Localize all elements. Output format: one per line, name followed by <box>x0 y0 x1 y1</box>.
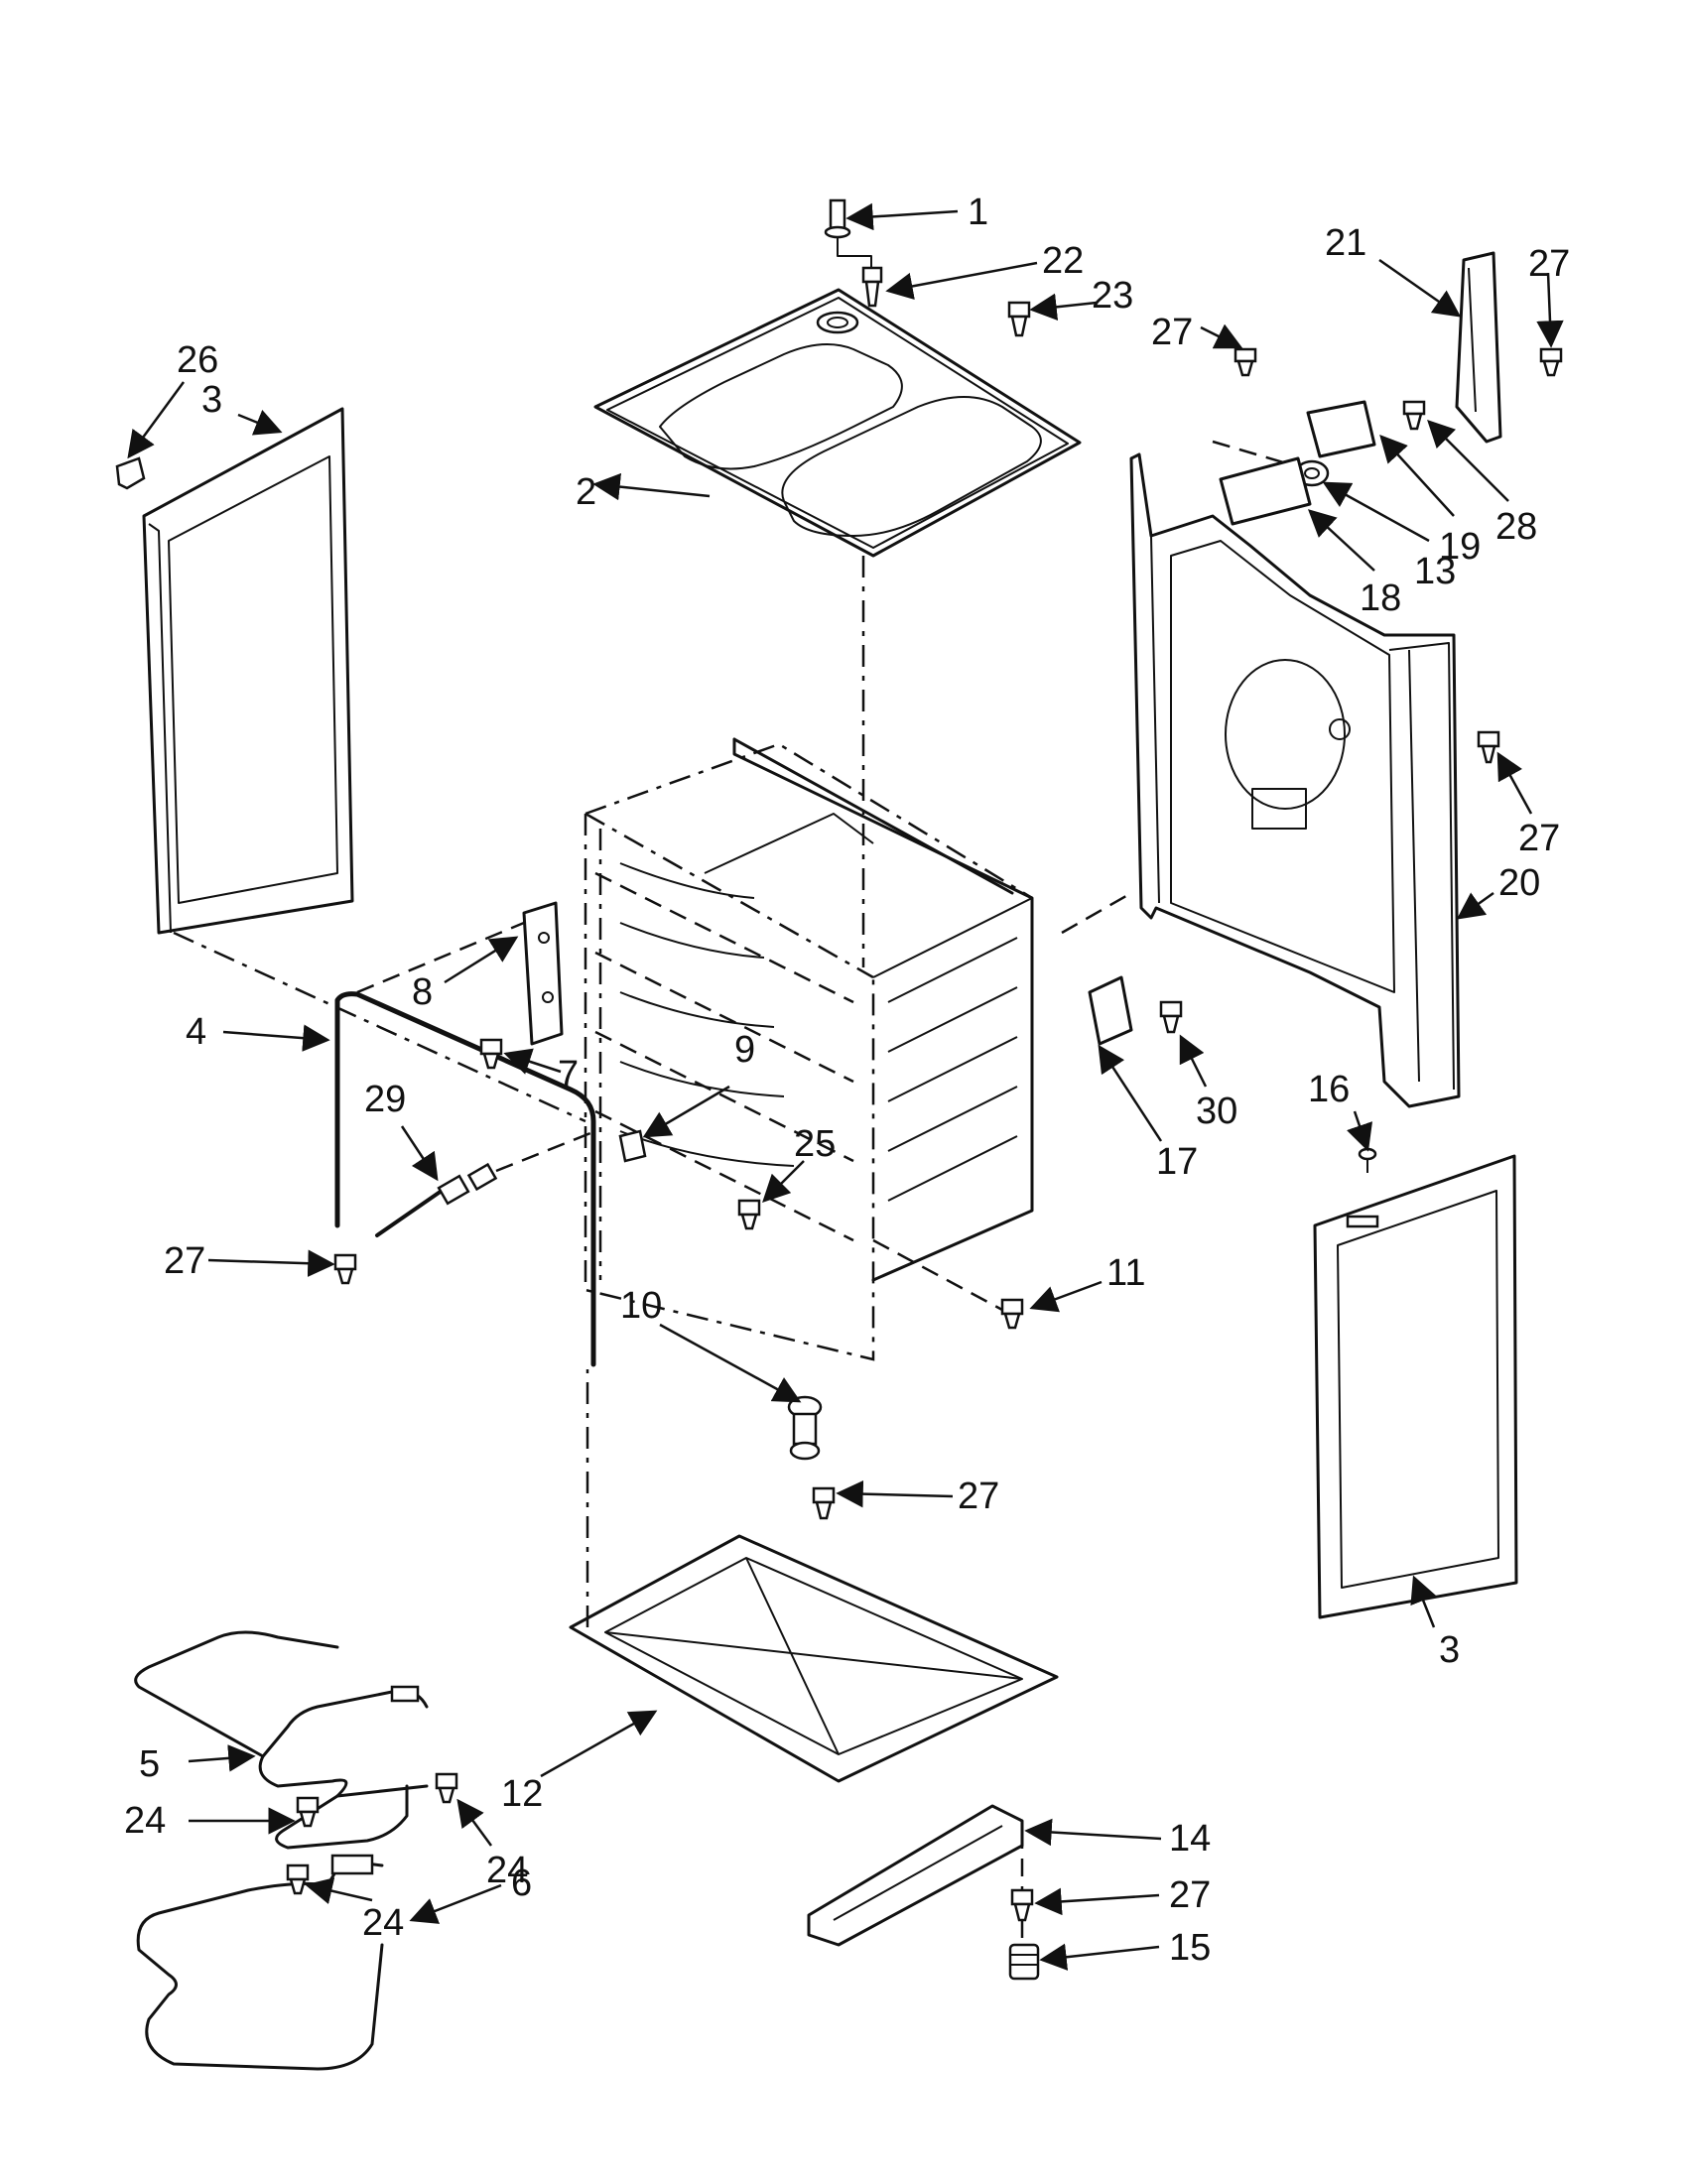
screw-27-mid <box>812 1486 836 1520</box>
callout-8: 8 <box>412 971 433 1013</box>
callout-13: 13 <box>1414 551 1456 592</box>
callout-16: 16 <box>1308 1069 1350 1110</box>
callout-20: 20 <box>1498 862 1540 904</box>
screw-27-left <box>333 1253 357 1285</box>
callout-1: 1 <box>968 192 988 233</box>
callout-27: 27 <box>1169 1874 1211 1916</box>
screw-28 <box>1402 400 1426 431</box>
side-panel-left <box>142 407 354 935</box>
screw-24-left <box>296 1796 320 1828</box>
callout-15: 15 <box>1169 1927 1211 1969</box>
bottom-panel <box>569 1369 1059 1783</box>
broil-element <box>134 1630 429 1850</box>
screw-7 <box>479 1038 503 1070</box>
callout-12: 12 <box>501 1773 543 1815</box>
left-panel-leader <box>173 931 586 1123</box>
back-panel <box>1129 452 1461 1108</box>
bracket-26 <box>115 456 146 490</box>
callout-14: 14 <box>1169 1818 1211 1860</box>
callout-27: 27 <box>1518 818 1560 859</box>
callout-29: 29 <box>364 1079 406 1120</box>
callout-24: 24 <box>486 1850 528 1891</box>
screw-27-top <box>1234 347 1257 377</box>
callout-11: 11 <box>1106 1252 1145 1294</box>
bracket-leader <box>1212 440 1291 466</box>
bake-element <box>136 1854 384 2071</box>
screw-27-bottom <box>1010 1888 1034 1922</box>
door-gasket <box>334 991 596 1367</box>
callout-6: 6 <box>511 1863 532 1904</box>
bracket-18 <box>1219 456 1312 526</box>
screw-27-back <box>1477 730 1500 764</box>
leader-arrows <box>127 202 1564 1971</box>
callout-27: 27 <box>164 1240 205 1282</box>
callout-27: 27 <box>1528 243 1570 285</box>
screw-27-right-top <box>1539 347 1563 377</box>
callout-labels: 1 22 23 27 21 27 28 19 13 18 27 20 2 26 … <box>124 192 1570 1969</box>
callout-21: 21 <box>1325 222 1366 264</box>
bracket-14 <box>807 1804 1024 1947</box>
callout-30: 30 <box>1196 1091 1237 1132</box>
leveling-leg-10 <box>787 1395 823 1461</box>
screw-25 <box>737 1199 761 1230</box>
callout-27: 27 <box>1151 312 1193 353</box>
callout-24: 24 <box>362 1902 404 1944</box>
callout-10: 10 <box>620 1285 662 1327</box>
screw-24-bottom <box>286 1863 310 1895</box>
screw-11-leader <box>872 1238 1003 1312</box>
oven-sensor <box>375 1162 498 1237</box>
callout-18: 18 <box>1360 578 1401 619</box>
back-panel-leader <box>1061 891 1132 935</box>
callout-23: 23 <box>1092 275 1133 317</box>
callout-7: 7 <box>558 1054 579 1095</box>
callout-3: 3 <box>1439 1629 1460 1671</box>
callout-17: 17 <box>1156 1141 1198 1183</box>
side-panel-right <box>1313 1154 1518 1619</box>
bracket-21 <box>1455 251 1502 444</box>
hardware-screw-23 <box>1007 301 1031 337</box>
sensor-leader <box>495 1129 596 1173</box>
callout-9: 9 <box>734 1029 755 1071</box>
bracket-8-leader <box>356 921 525 994</box>
callout-22: 22 <box>1042 240 1084 282</box>
callout-26: 26 <box>177 339 218 381</box>
screw-30 <box>1159 1000 1183 1034</box>
callout-2: 2 <box>576 471 596 513</box>
clip-9 <box>618 1129 647 1163</box>
callout-5: 5 <box>139 1743 160 1785</box>
oven-cavity <box>584 737 1034 1361</box>
hardware-screw-1 <box>824 198 851 239</box>
hardware-screw-22 <box>861 266 883 308</box>
callout-27: 27 <box>958 1476 999 1517</box>
screw-11 <box>1000 1298 1024 1330</box>
callout-28: 28 <box>1495 506 1537 548</box>
cooktop-panel <box>593 288 1082 558</box>
terminal-block-19 <box>1306 400 1376 458</box>
bracket-8 <box>522 901 564 1046</box>
screw-24-right <box>435 1772 458 1804</box>
bracket-17 <box>1088 975 1133 1046</box>
hardware-pin-16 <box>1358 1147 1377 1173</box>
callout-24: 24 <box>124 1800 166 1842</box>
leveling-leg-15 <box>1008 1943 1040 1981</box>
callout-19: 19 <box>1439 526 1481 568</box>
callout-4: 4 <box>186 1011 206 1053</box>
callout-25: 25 <box>794 1123 836 1165</box>
callout-3: 3 <box>201 379 222 421</box>
